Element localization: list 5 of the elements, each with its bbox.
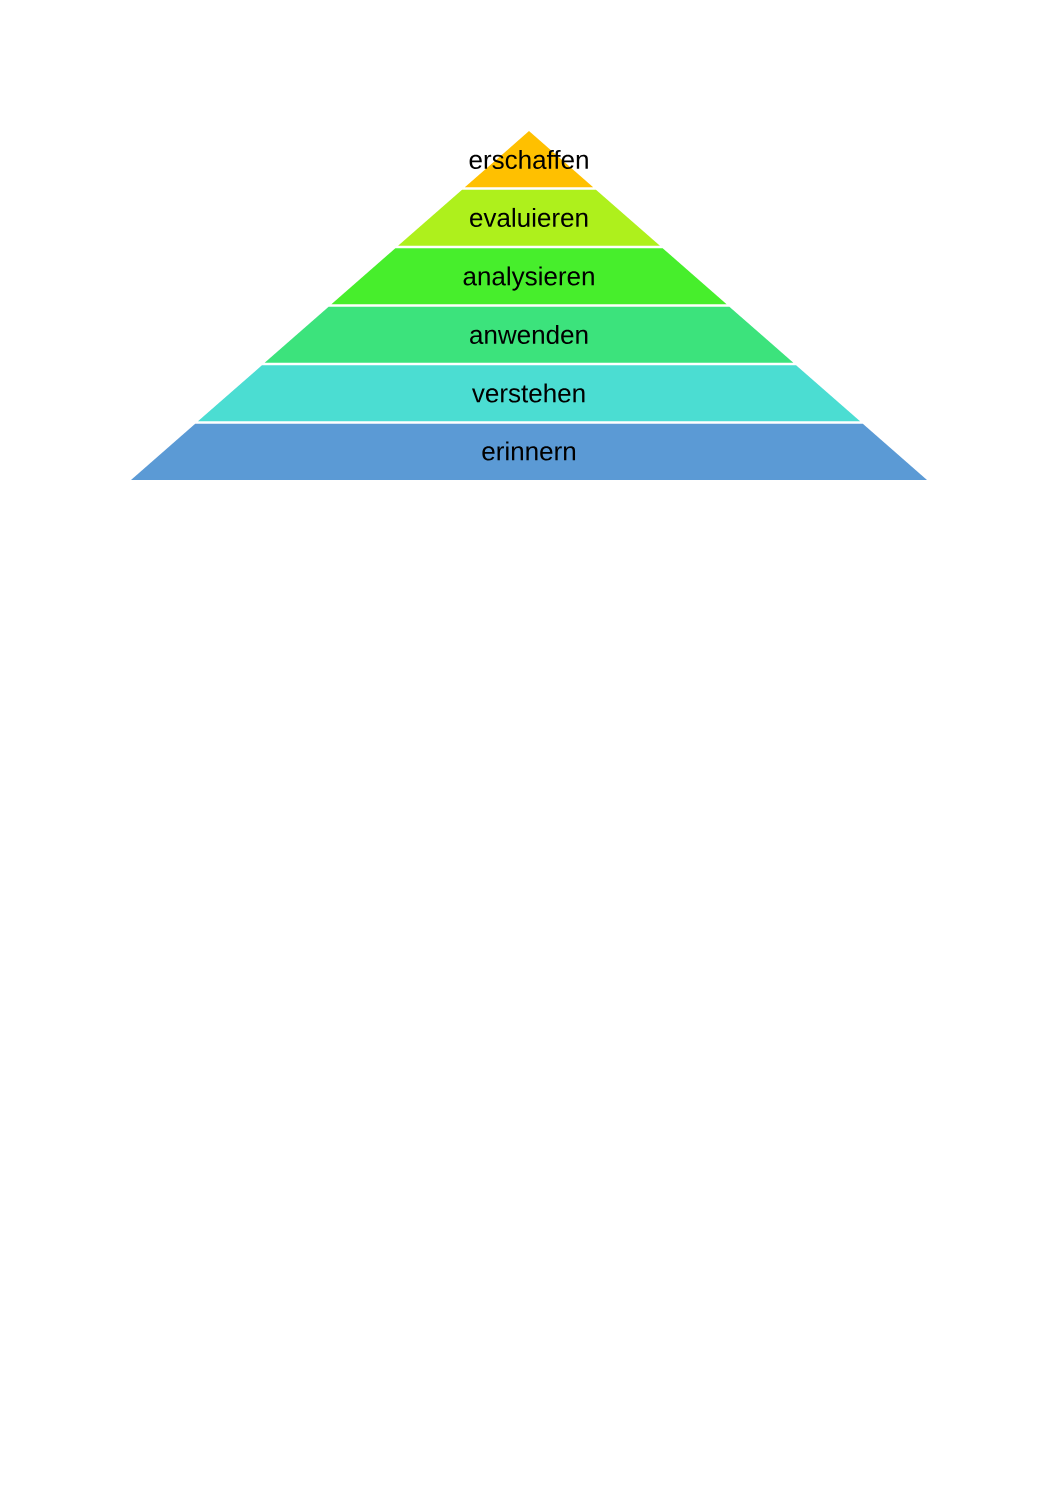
- pyramid-level: erinnern: [131, 423, 927, 480]
- pyramid-level: anwenden: [264, 306, 794, 363]
- pyramid-level: verstehen: [197, 365, 861, 422]
- pyramid-level: analysieren: [331, 248, 727, 305]
- pyramid-level: evaluieren: [398, 189, 660, 246]
